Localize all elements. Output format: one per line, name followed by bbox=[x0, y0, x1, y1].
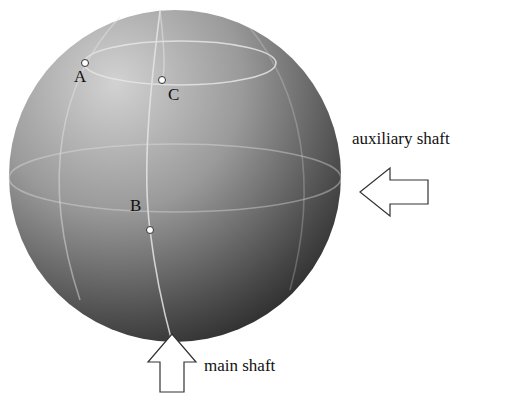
point-label: C bbox=[168, 86, 179, 103]
point-label: B bbox=[130, 197, 141, 214]
shaft-label: main shaft bbox=[204, 357, 275, 374]
meridian bbox=[160, 11, 164, 80]
point-b bbox=[147, 227, 154, 234]
main-shaft-arrow bbox=[148, 334, 196, 392]
latitude-circle bbox=[84, 41, 276, 85]
point-label: A bbox=[74, 68, 86, 85]
auxiliary-shaft-arrow bbox=[360, 168, 428, 216]
meridian bbox=[59, 17, 120, 300]
sphere bbox=[9, 10, 341, 342]
point-a bbox=[82, 60, 89, 67]
meridian bbox=[250, 28, 304, 290]
main-meridian bbox=[147, 11, 172, 342]
shaft-label: auxiliary shaft bbox=[352, 130, 450, 147]
point-c bbox=[159, 77, 166, 84]
